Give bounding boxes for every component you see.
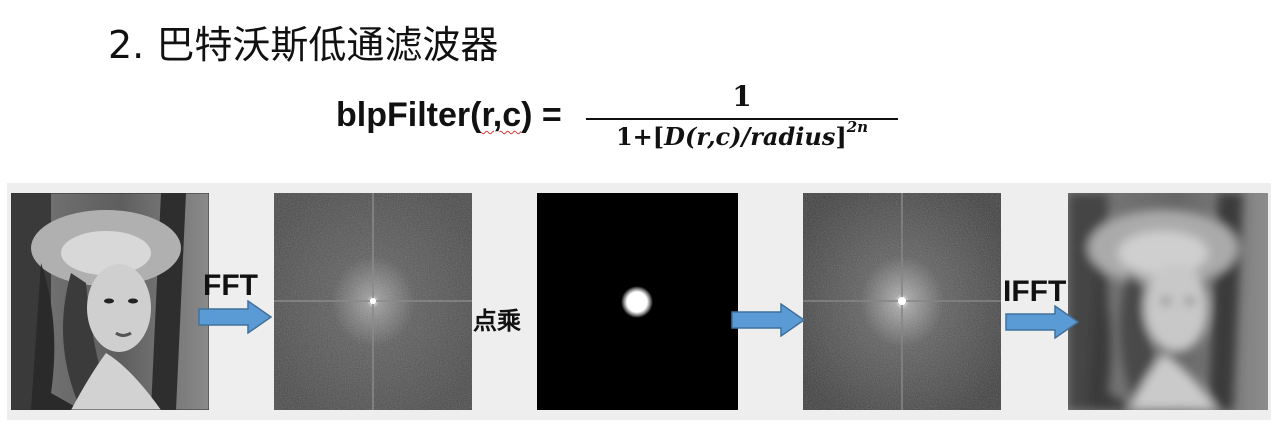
multiply-label: 点乘 — [473, 307, 521, 335]
page-title: 2. 巴特沃斯低通滤波器 — [108, 23, 499, 67]
filtered-image — [1068, 193, 1268, 410]
ifft-label: IFFT — [1003, 275, 1067, 308]
right-arrow-icon — [1005, 305, 1079, 339]
formula-numerator: 1 — [732, 80, 752, 113]
right-arrow-icon — [198, 300, 272, 334]
den-prefix: 1+[ — [615, 122, 665, 151]
formula-lhs-prefix: blpFilter( — [336, 96, 482, 134]
pipeline-strip: FFT 点乘 IFFT — [7, 183, 1271, 420]
formula: blpFilter(r,c) = 1 1+[D(r,c)/radius]2n — [336, 78, 936, 158]
original-image — [11, 193, 209, 410]
den-close: ] — [835, 122, 847, 151]
filtered-spectrum — [803, 193, 1001, 410]
fft-spectrum — [274, 193, 472, 410]
formula-lhs-suffix: ) = — [521, 96, 562, 134]
formula-denominator: 1+[D(r,c)/radius]2n — [586, 118, 898, 151]
den-variable: D(r,c)/radius — [664, 122, 836, 151]
fft-label: FFT — [203, 269, 258, 302]
fraction-bar — [586, 118, 898, 120]
den-exponent: 2n — [846, 118, 869, 136]
right-arrow-icon — [731, 303, 805, 337]
formula-lhs-args: r,c — [481, 96, 522, 134]
butterworth-filter-mask — [537, 193, 738, 410]
formula-lhs: blpFilter(r,c) = — [336, 96, 562, 135]
